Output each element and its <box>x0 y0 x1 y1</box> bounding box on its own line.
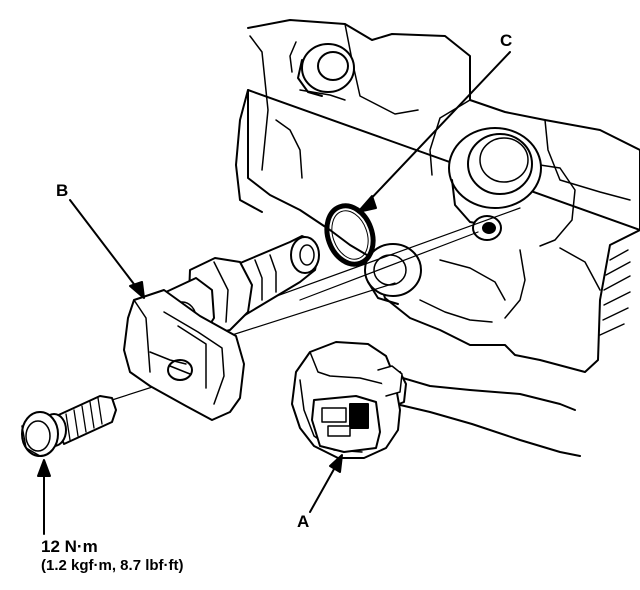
callout-a: A <box>297 512 310 531</box>
arrowhead-torque <box>37 459 51 477</box>
leader-c <box>364 51 511 206</box>
engine-port <box>448 127 542 227</box>
installation-guide-lines <box>111 207 521 401</box>
arrowhead-a <box>329 454 343 473</box>
torque-spec: 12 N·m (1.2 kgf·m, 8.7 lbf·ft) <box>41 537 184 575</box>
callout-c: C <box>500 31 513 50</box>
leader-a <box>309 461 339 513</box>
bolt-hole <box>472 215 502 241</box>
arrowhead-c <box>357 195 377 213</box>
harness-connector <box>291 341 581 459</box>
leader-arrows <box>37 51 511 535</box>
callout-b: B <box>56 181 69 200</box>
mounting-boss-upper <box>289 41 355 97</box>
engine-block <box>235 19 640 373</box>
torque-conversion: (1.2 kgf·m, 8.7 lbf·ft) <box>41 557 184 574</box>
leader-b <box>69 199 141 293</box>
bolt <box>21 395 117 457</box>
torque-value: 12 N·m <box>41 537 98 556</box>
arrowhead-b <box>129 281 145 299</box>
sensor-bore <box>364 243 422 305</box>
o-ring <box>324 203 376 267</box>
sensor <box>123 235 320 421</box>
